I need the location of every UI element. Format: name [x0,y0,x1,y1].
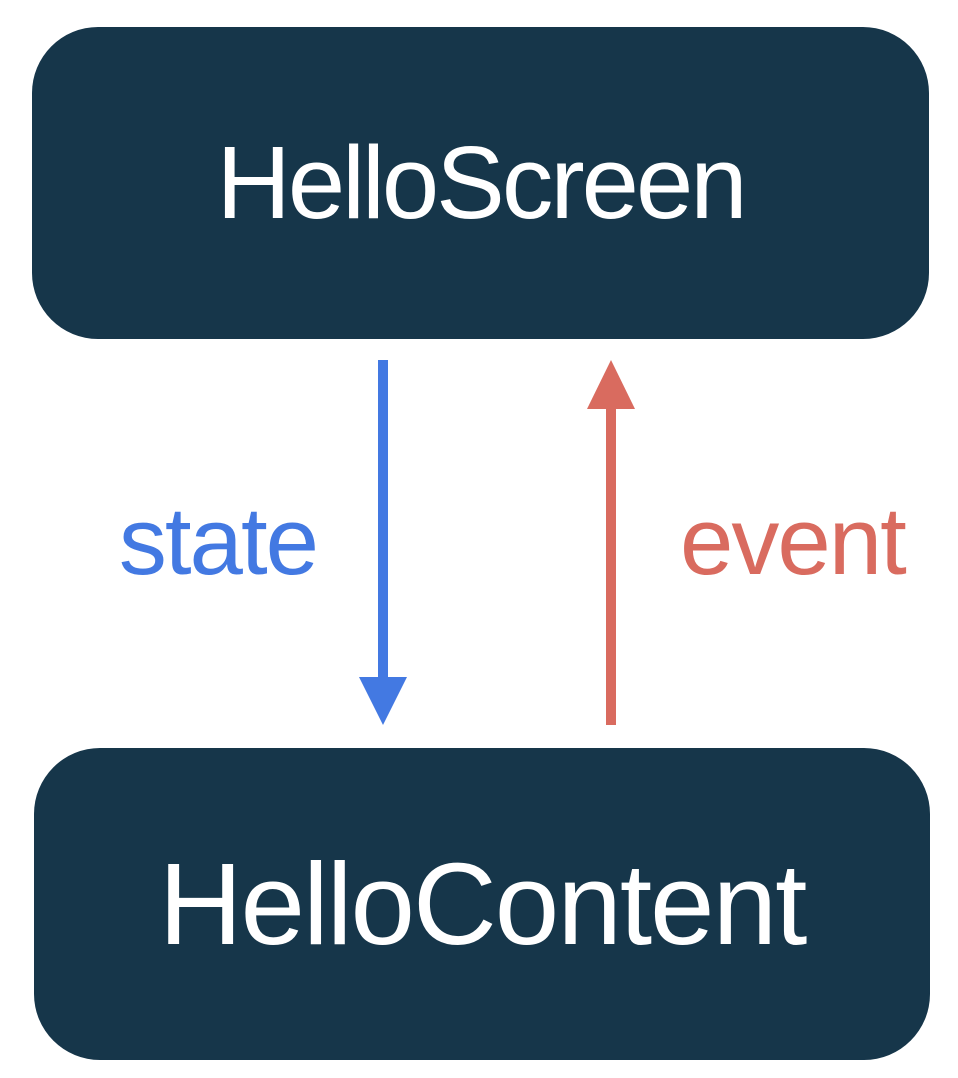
node-hello-content: HelloContent [34,748,930,1060]
node-hello-screen-label: HelloScreen [216,125,747,240]
node-hello-content-label: HelloContent [158,839,808,969]
event-edge-label: event [680,488,907,595]
node-hello-screen: HelloScreen [32,27,929,339]
event-arrow-up-icon [587,360,635,725]
state-arrow-down-icon [359,360,407,725]
state-edge-label: state [118,488,319,595]
